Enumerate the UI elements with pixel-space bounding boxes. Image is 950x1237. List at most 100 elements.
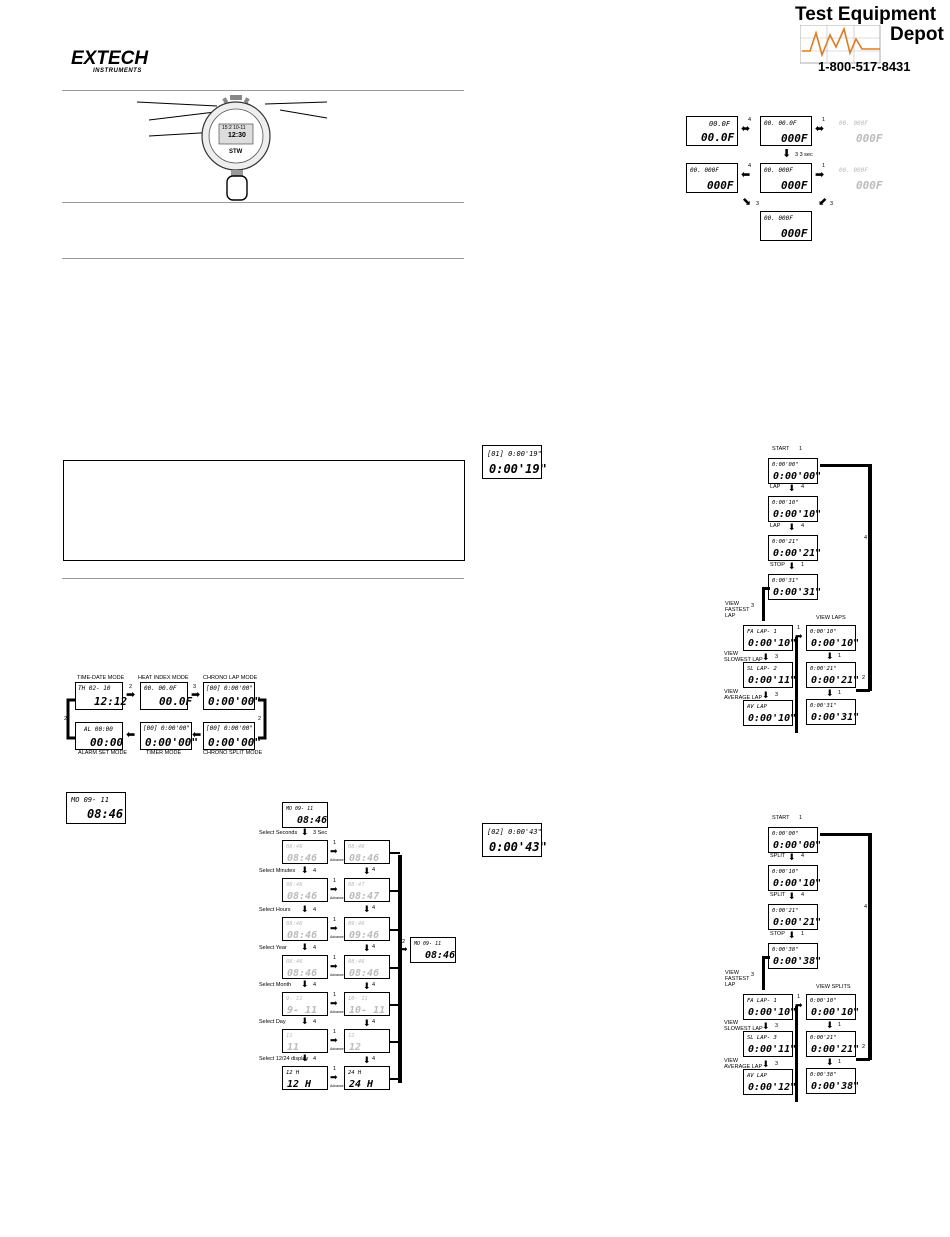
setup-connector bbox=[390, 852, 400, 854]
view-average-label: VIEW AVERAGE LAP bbox=[724, 1058, 763, 1070]
lcd-clock-sample: MO 09- 11 08:46 bbox=[66, 792, 126, 824]
lcd-heat-b: 00. 00.0F 000F bbox=[760, 116, 812, 146]
down-arrow-icon: ⬇ bbox=[363, 866, 371, 876]
lcd-setup-result: MO 09- 11 08:46 bbox=[410, 937, 456, 963]
right-arrow-icon: ➡ bbox=[330, 1035, 338, 1045]
button-number: 1 bbox=[797, 994, 801, 1000]
hold-label: 3 3 sec bbox=[795, 152, 813, 158]
setup-connector bbox=[390, 1004, 400, 1006]
down-arrow-icon: ⬇ bbox=[301, 1053, 309, 1063]
setup-step-label: Select Day bbox=[259, 1019, 286, 1025]
lcd-lap_section-view: 0:00'31"0:00'31" bbox=[806, 699, 859, 725]
left-arrow-icon: ⬅ bbox=[192, 729, 202, 741]
lcd-lap_section-seq: 0:00'21"0:00'21" bbox=[768, 535, 821, 561]
flow-loop-top bbox=[820, 833, 870, 836]
down-arrow-icon: ⬇ bbox=[762, 1059, 770, 1069]
button-number: 1 bbox=[333, 992, 337, 998]
step-label: LAP bbox=[770, 484, 781, 490]
lcd-split_section-seq: 0:00'21"0:00'21" bbox=[768, 904, 821, 930]
note-box bbox=[63, 460, 465, 561]
right-arrow-icon: ➡ bbox=[815, 169, 825, 181]
right-arrow-icon: ➡ bbox=[330, 923, 338, 933]
lcd-lap_section-seq: 0:00'31"0:00'31" bbox=[768, 574, 821, 600]
advance-label: Advance bbox=[330, 1084, 344, 1088]
dealer-phone: 1-800-517-8431 bbox=[818, 59, 911, 74]
mode-label-chrono-split: CHRONO SPLIT MODE bbox=[203, 750, 263, 756]
button-number: 1 bbox=[333, 955, 337, 961]
lcd-split_section-seq: 0:00'10"0:00'10" bbox=[768, 865, 821, 891]
lcd-timer: [00] 0:00'00" 0:00'00" bbox=[140, 722, 198, 750]
down-arrow-icon: ⬇ bbox=[788, 561, 796, 571]
down-arrow-icon: ⬇ bbox=[762, 690, 770, 700]
mode-label-chrono-lap: CHRONO LAP MODE bbox=[203, 675, 258, 681]
button-number: 3 bbox=[775, 1023, 779, 1029]
advance-label: Advance bbox=[330, 1047, 344, 1051]
setup-connector bbox=[390, 1078, 400, 1080]
lcd-heat-f: 00. 000F 000F bbox=[835, 163, 887, 193]
view-slowest-label: VIEW SLOWEST LAP bbox=[724, 1020, 763, 1032]
setup-step-label: Select Minutes bbox=[259, 868, 296, 874]
step-label: SPLIT bbox=[770, 853, 786, 859]
right-arrow-icon: ➡ bbox=[400, 944, 408, 954]
lcd-lap_section-seq: 0:00'10"0:00'10" bbox=[768, 496, 821, 522]
setup-step-label: Select Month bbox=[259, 982, 292, 988]
mode-label-heat-index: HEAT INDEX MODE bbox=[138, 675, 189, 681]
right-arrow-icon: ➡ bbox=[330, 998, 338, 1008]
extech-logo: EXTECH INSTRUMENTS bbox=[71, 48, 161, 76]
lcd-split-sample: [02] 0:00'43" 0:00'43" bbox=[482, 823, 547, 857]
step-label: STOP bbox=[770, 562, 785, 568]
button-number: 4 bbox=[372, 1056, 376, 1062]
button-number: 1 bbox=[822, 163, 826, 169]
flow-loop-bar bbox=[868, 464, 872, 691]
down-arrow-icon: ⬇ bbox=[301, 942, 309, 952]
button-number: 1 bbox=[333, 917, 337, 923]
mode-label-alarm-set: ALARM SET MODE bbox=[78, 750, 128, 756]
button-number: 4 bbox=[372, 982, 376, 988]
lcd-split_section-seq: 0:00'38"0:00'38" bbox=[768, 943, 821, 969]
flow-loop-bottom bbox=[856, 1058, 870, 1061]
lcd-heat-d: 00. 000F 000F bbox=[686, 163, 738, 193]
left-right-arrow-icon: ⬌ bbox=[741, 123, 751, 135]
down-arrow-icon: ⬇ bbox=[363, 981, 371, 991]
extech-logo-text: EXTECH bbox=[71, 48, 149, 69]
button-number: 2 bbox=[862, 675, 866, 681]
dealer-logo: Test Equipment Depot 1-800-517-8431 bbox=[795, 5, 945, 80]
button-number: 1 bbox=[838, 690, 842, 696]
lcd-alarm-set: AL 00:00 00:00 bbox=[75, 722, 123, 750]
setup-connector bbox=[390, 967, 400, 969]
divider bbox=[62, 90, 464, 91]
advance-label: Advance bbox=[330, 935, 344, 939]
button-number: 3 bbox=[751, 603, 755, 609]
flow-loop-top bbox=[820, 464, 870, 467]
start-label: START bbox=[772, 815, 790, 821]
fastest-bend-top bbox=[762, 956, 770, 959]
stopwatch-illustration: 15:2 10-11 12:30 STW bbox=[135, 92, 335, 202]
view-list-label: VIEW SPLITS bbox=[816, 984, 851, 990]
button-number: 3 Sec bbox=[313, 830, 328, 836]
cycle-loop-arrows bbox=[66, 698, 267, 740]
button-number: 3 bbox=[751, 972, 755, 978]
button-number: 3 bbox=[756, 201, 760, 207]
setup-step-label: Select Year bbox=[259, 945, 287, 951]
button-number: 3 bbox=[775, 654, 779, 660]
button-number: 4 bbox=[864, 535, 868, 541]
right-arrow-icon: ➡ bbox=[330, 1072, 338, 1082]
button-number: 1 bbox=[799, 815, 803, 821]
down-arrow-icon: ⬇ bbox=[301, 1016, 309, 1026]
advance-label: Advance bbox=[330, 858, 344, 862]
divider bbox=[62, 578, 464, 579]
button-number: 4 bbox=[372, 1019, 376, 1025]
button-number: 3 bbox=[775, 692, 779, 698]
down-arrow-icon: ⬇ bbox=[826, 1020, 834, 1030]
button-number: 4 bbox=[313, 1019, 317, 1025]
